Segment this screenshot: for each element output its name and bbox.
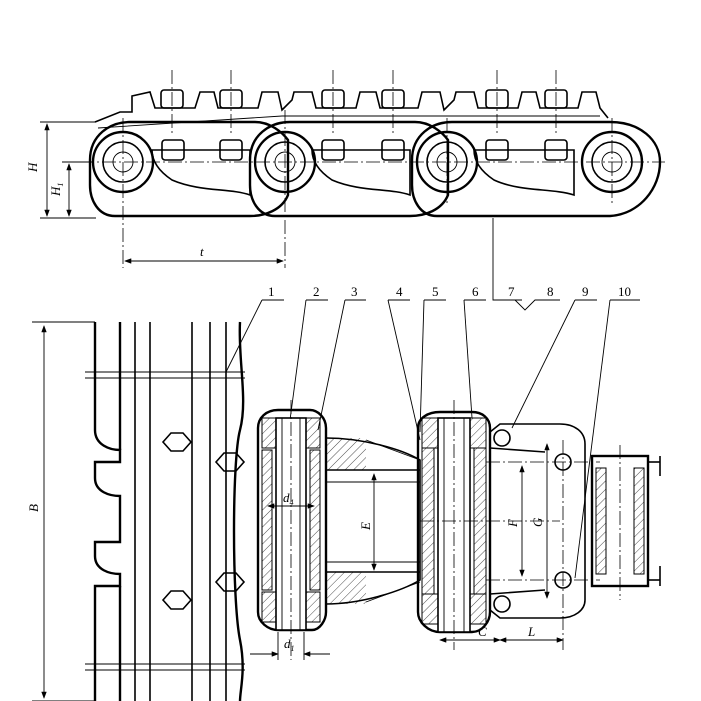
dim-B: B	[26, 504, 41, 512]
link-arm	[489, 423, 586, 619]
label-4: 4	[396, 284, 403, 299]
label-8: 8	[547, 284, 554, 299]
nuts-side	[161, 139, 568, 161]
label-6: 6	[472, 284, 479, 299]
dim-H: H	[25, 162, 40, 173]
dim-C: C	[478, 624, 487, 639]
chain-plan-section: B	[26, 321, 661, 701]
link-body-2	[248, 120, 450, 218]
hex-bolts-plan	[161, 432, 246, 610]
bolt-heads-top	[160, 89, 568, 109]
label-5: 5	[432, 284, 439, 299]
label-9: 9	[582, 284, 589, 299]
dim-H1: H1	[48, 183, 65, 197]
label-1: 1	[268, 284, 275, 299]
dim-t: t	[200, 244, 204, 259]
dim-d1: d1	[284, 636, 295, 653]
shoe-plate-left	[93, 322, 122, 701]
right-link-section	[416, 410, 492, 634]
dim-G: G	[530, 517, 545, 527]
chain-side-view: H H1 t	[25, 70, 665, 268]
shoe-outline	[94, 91, 609, 123]
part-labels: 1 2 3 4 5 6 7 8 9 10	[225, 218, 640, 579]
label-2: 2	[313, 284, 320, 299]
label-10: 10	[618, 284, 631, 299]
dim-F: F	[505, 518, 520, 528]
label-7: 7	[508, 284, 515, 299]
dim-E: E	[358, 522, 373, 531]
left-link-section	[256, 408, 328, 632]
link-body-1	[88, 120, 290, 218]
dim-d4: d4	[283, 490, 294, 507]
label-3: 3	[351, 284, 358, 299]
dim-L: L	[527, 624, 535, 639]
